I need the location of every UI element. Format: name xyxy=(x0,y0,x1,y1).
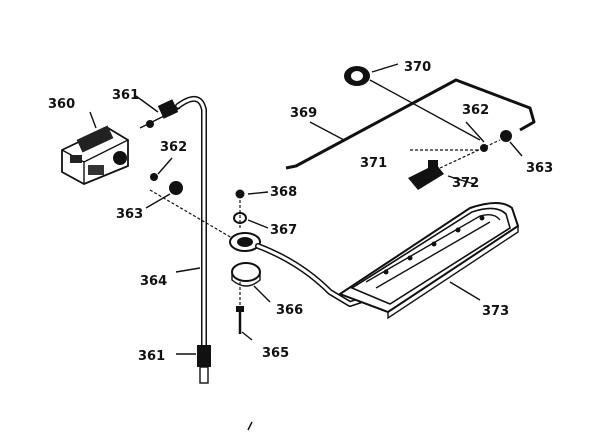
washer-363-right xyxy=(500,130,512,142)
label-363-left: 363 xyxy=(116,207,143,222)
thermocouple-tube-369 xyxy=(285,78,536,170)
bracket-366 xyxy=(231,262,261,287)
leader-lines xyxy=(89,63,523,355)
nut-362-left xyxy=(150,173,158,181)
nut-362-right xyxy=(480,144,488,152)
gas-valve-360 xyxy=(61,125,129,185)
stray-mark xyxy=(247,421,253,431)
label-372: 372 xyxy=(452,176,479,191)
screw-365 xyxy=(236,306,244,334)
knob-370 xyxy=(344,66,481,141)
label-362-left: 362 xyxy=(160,140,187,155)
bracket-372 xyxy=(408,160,444,190)
label-367: 367 xyxy=(270,223,297,238)
washer-363-left xyxy=(169,181,183,195)
label-364: 364 xyxy=(140,274,167,289)
label-362-right: 362 xyxy=(462,103,489,118)
label-373: 373 xyxy=(482,304,509,319)
pilot-tube-364 xyxy=(175,96,207,353)
label-363-right: 363 xyxy=(526,161,553,176)
label-368: 368 xyxy=(270,185,297,200)
label-361-bottom: 361 xyxy=(138,349,165,364)
label-365: 365 xyxy=(262,346,289,361)
label-370: 370 xyxy=(404,60,431,75)
label-369: 369 xyxy=(290,106,317,121)
washer-368 xyxy=(235,189,245,199)
fitting-361-bottom xyxy=(197,345,211,384)
fitting-361-top xyxy=(139,99,181,129)
part-labels: 360 361 362 363 364 361 368 367 366 365 … xyxy=(48,60,553,364)
label-360: 360 xyxy=(48,97,75,112)
label-371: 371 xyxy=(360,156,387,171)
label-361-top: 361 xyxy=(112,88,139,103)
burner-373 xyxy=(229,202,520,320)
label-366: 366 xyxy=(276,303,303,318)
